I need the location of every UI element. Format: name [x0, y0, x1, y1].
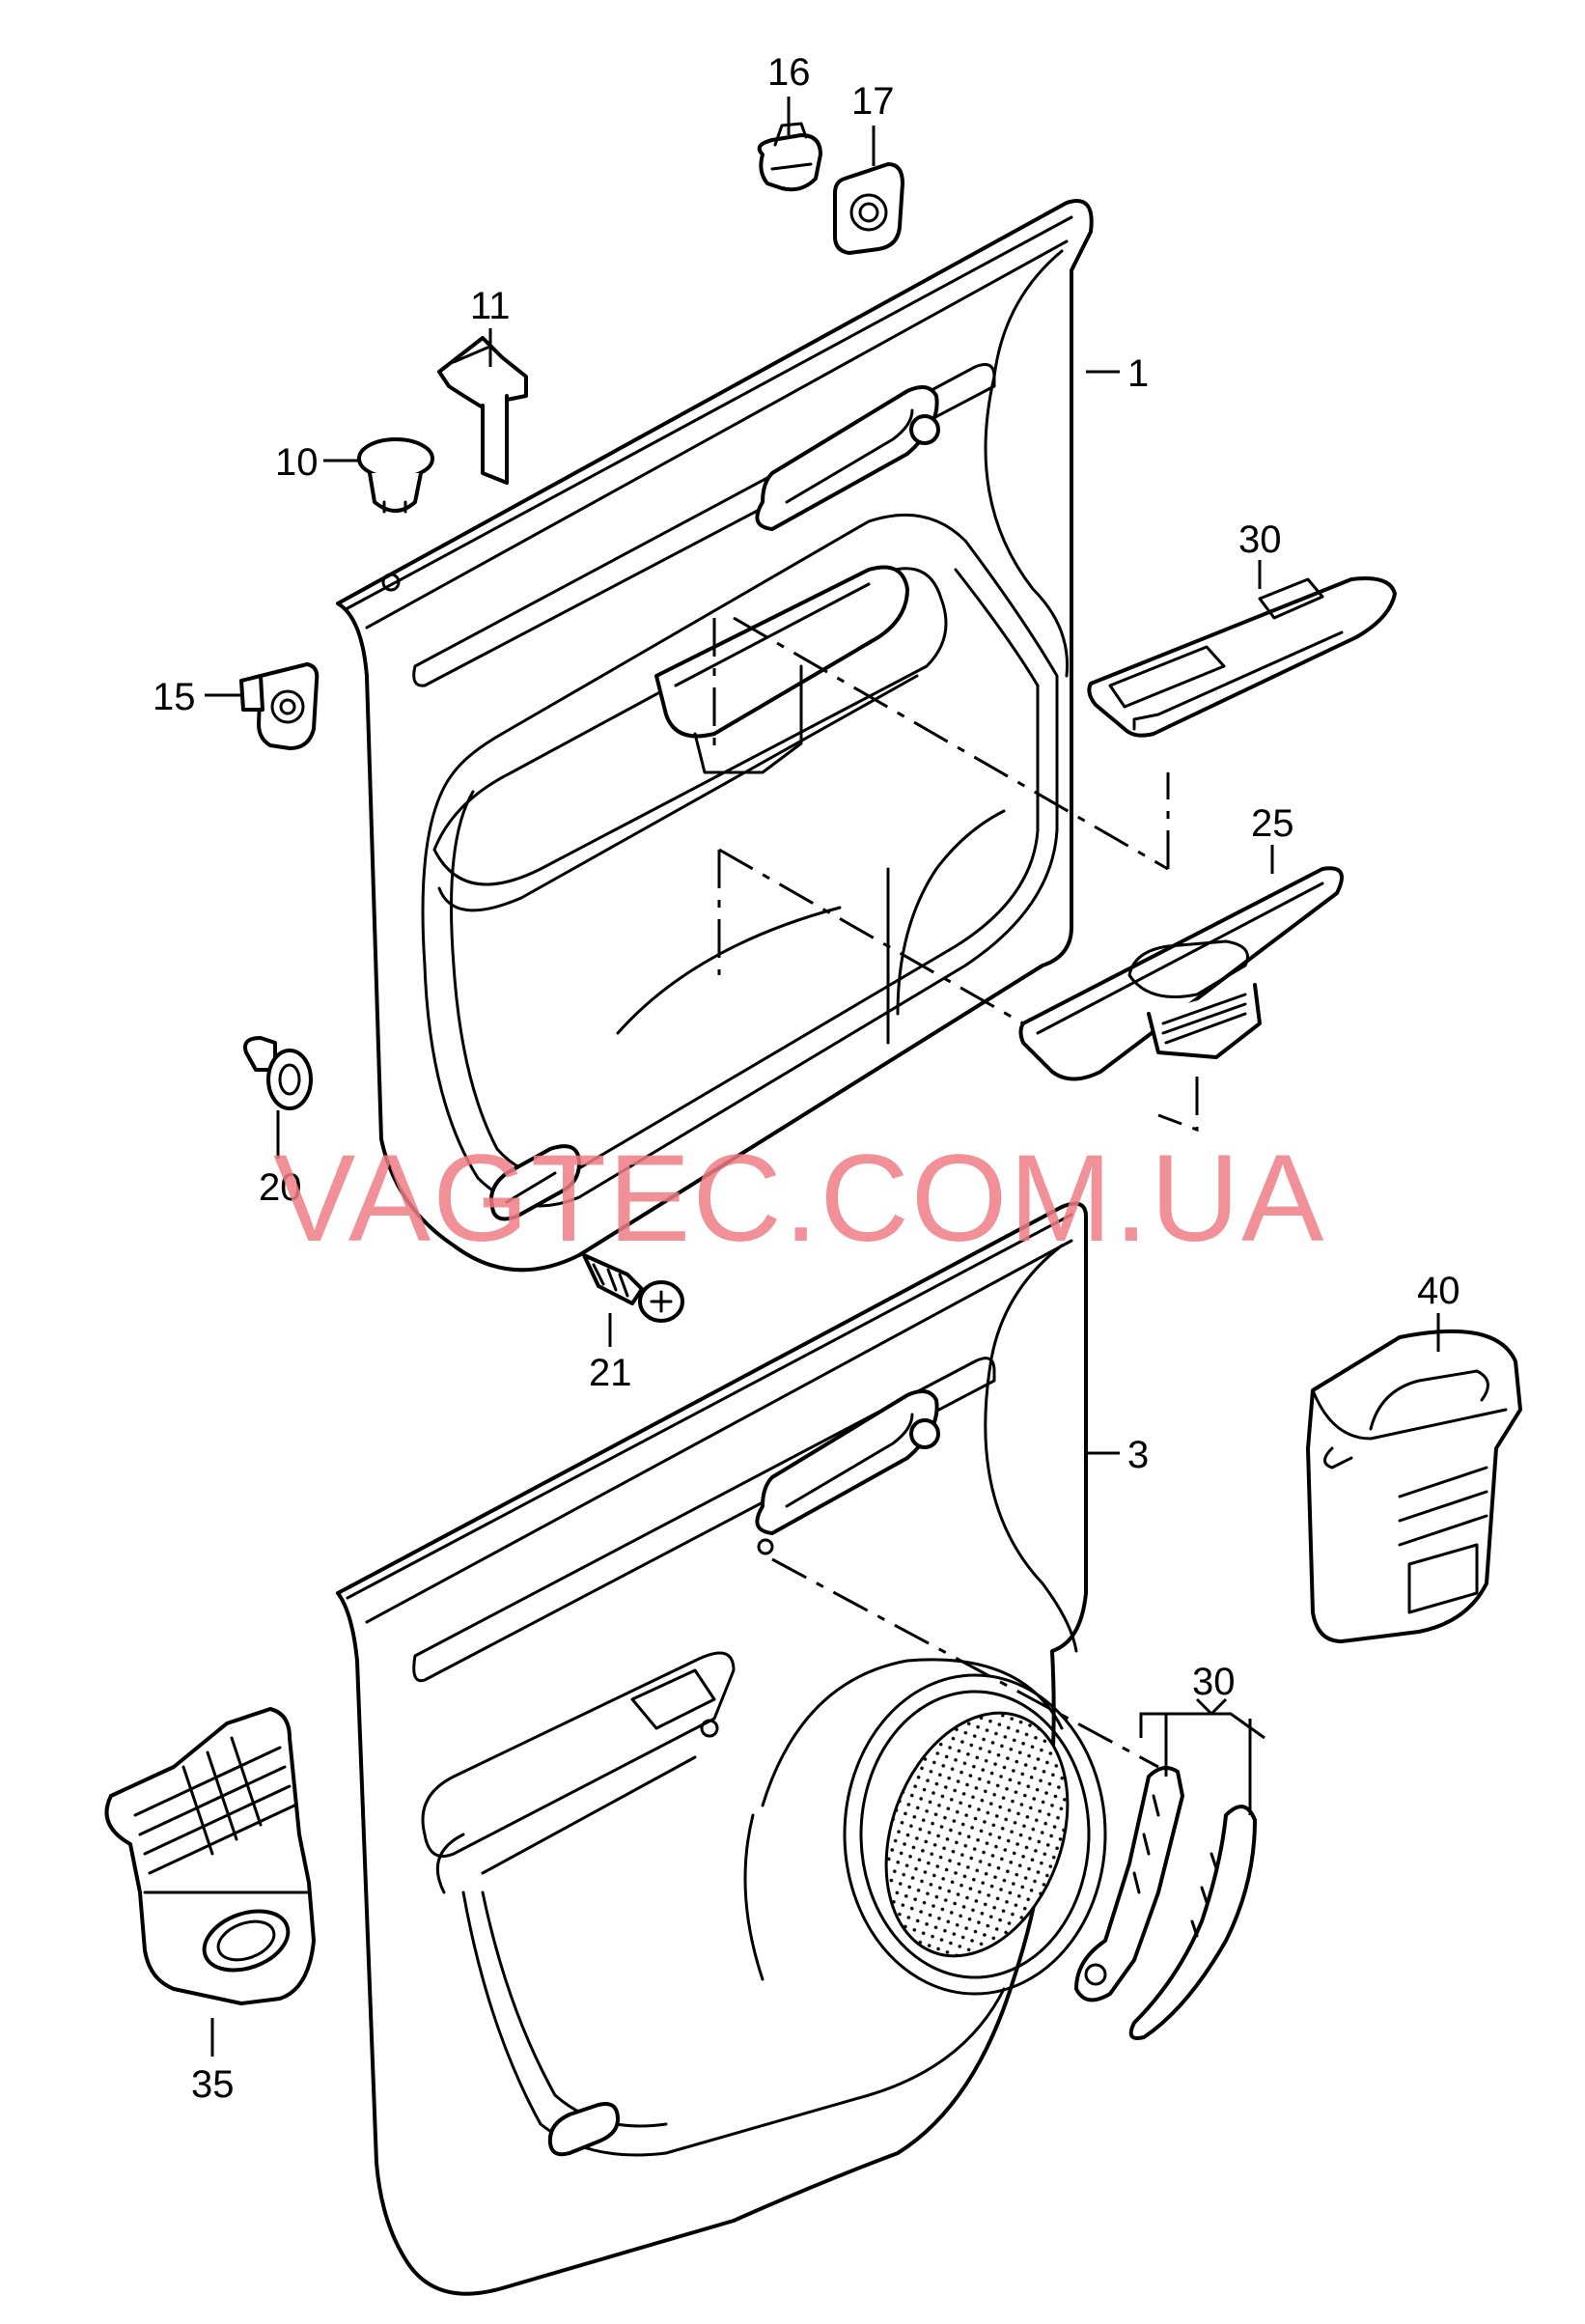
callout-16: 16 [767, 51, 811, 94]
callout-40: 40 [1417, 1270, 1460, 1312]
door-trim-panel-upper [336, 199, 1094, 1273]
door-trim-panel-lower [336, 1201, 1107, 2296]
callout-15: 15 [153, 676, 196, 718]
callout-35: 35 [191, 2063, 235, 2106]
callout-21: 21 [589, 1352, 632, 1394]
pin-part-20 [243, 1036, 313, 1110]
callout-30-upper: 30 [1238, 518, 1282, 561]
callout-3: 3 [1127, 1434, 1149, 1476]
watermark-text: VAGTEC.COM.UA [273, 1130, 1325, 1268]
callout-25: 25 [1251, 802, 1294, 845]
armrest-pocket-part-25 [1018, 866, 1344, 1081]
screw-part-21 [582, 1253, 684, 1323]
callout-30-lower: 30 [1192, 1661, 1236, 1703]
callout-10: 10 [275, 441, 319, 484]
callout-11: 11 [470, 285, 511, 327]
retainer-part-11 [437, 336, 528, 485]
clip-nut-part-17 [833, 162, 904, 255]
leader-lines [205, 97, 1440, 2057]
assembly-lines [712, 616, 1199, 1769]
storage-box-part-40 [1306, 1329, 1522, 1643]
callout-17: 17 [851, 80, 895, 123]
clip-part-15 [239, 662, 320, 750]
insulation-pad-part-35 [104, 1707, 316, 2005]
clip-part-16 [757, 122, 822, 192]
callout-1: 1 [1127, 352, 1149, 395]
plug-part-10 [357, 437, 434, 514]
callout-labels: 16 17 11 10 15 1 30 25 20 21 3 40 30 35 [153, 51, 1460, 2106]
side-trim-strips-part-30 [1074, 1766, 1257, 2040]
switch-bezel-part-30 [1087, 576, 1397, 738]
callout-20: 20 [259, 1166, 302, 1209]
